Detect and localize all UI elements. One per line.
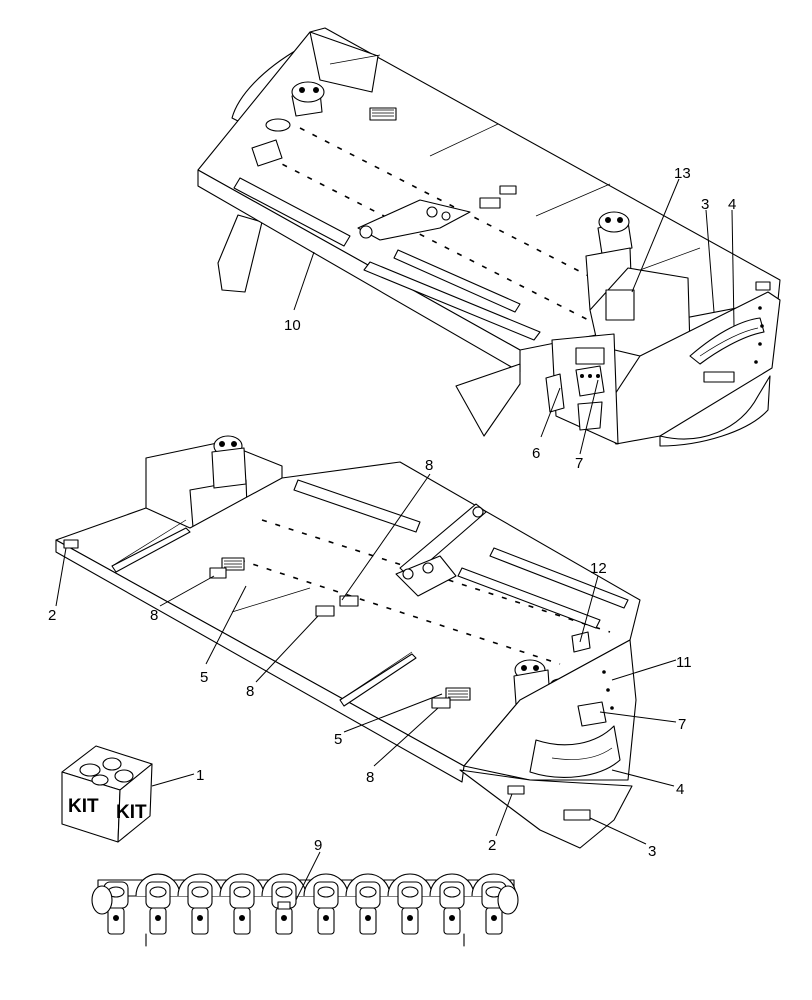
leader-lines [55,178,735,901]
callout-7-top: 7 [575,455,583,472]
kit-label-right: KIT [116,802,147,823]
kit-box-icon: KIT KIT [61,745,153,843]
callout-13: 13 [674,165,691,182]
callout-7-bottom: 7 [678,716,686,733]
gearbox-left-icon [265,81,325,132]
callout-8-mid: 8 [246,683,254,700]
callout-8-center: 8 [425,457,433,474]
callout-8-right: 8 [366,769,374,786]
callout-6: 6 [532,445,540,462]
callout-5-right: 5 [334,731,342,748]
callout-12: 12 [590,560,607,577]
gearbox-row [91,873,519,947]
callout-11: 11 [676,654,692,671]
callout-9: 9 [314,837,322,854]
callout-labels: 13 3 4 10 6 7 8 12 2 8 5 8 11 7 5 8 1 4 … [48,165,736,860]
callout-1: 1 [196,767,204,784]
callout-2-bottom: 2 [488,837,496,854]
callout-4-top: 4 [728,196,736,213]
gearbox-front-left-icon [211,435,247,489]
callout-2-left: 2 [48,607,56,624]
callout-8-left: 8 [150,607,158,624]
kit-label-left: KIT [68,796,99,817]
callout-10: 10 [284,317,301,334]
callout-5-left: 5 [200,669,208,686]
callout-4-bottom: 4 [676,781,684,798]
callout-3-top: 3 [701,196,709,213]
callout-3-bottom: 3 [648,843,656,860]
upper-header-assembly [197,27,781,447]
lower-header-assembly [55,435,641,849]
